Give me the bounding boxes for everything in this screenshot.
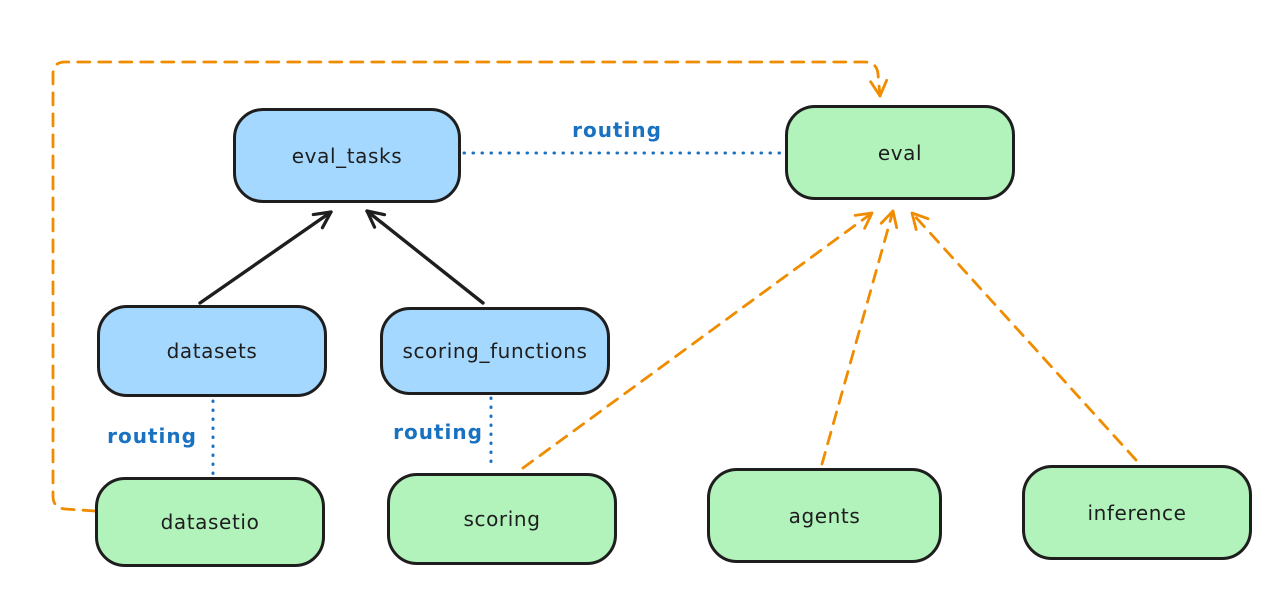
node-datasets-label: datasets <box>166 339 258 363</box>
node-scoring-functions: scoring_functions <box>380 307 610 395</box>
edge-datasets-to-eval-tasks <box>198 210 333 305</box>
routing-label-eval-tasks-eval: routing <box>572 118 662 142</box>
node-scoring: scoring <box>387 473 617 565</box>
node-eval-tasks: eval_tasks <box>233 108 461 203</box>
node-scoring-label: scoring <box>463 507 541 531</box>
node-datasetio-label: datasetio <box>160 510 260 534</box>
node-datasetio: datasetio <box>95 477 325 567</box>
node-agents: agents <box>707 468 942 563</box>
node-datasets: datasets <box>97 305 327 397</box>
edge-inference-to-eval <box>910 211 1138 462</box>
node-agents-label: agents <box>788 503 861 528</box>
node-eval-tasks-label: eval_tasks <box>291 143 403 168</box>
edge-agents-to-eval <box>820 209 899 466</box>
node-eval: eval <box>785 105 1015 200</box>
node-eval-label: eval <box>877 140 923 165</box>
node-scoring-functions-label: scoring_functions <box>402 339 588 363</box>
node-inference: inference <box>1022 465 1252 560</box>
edge-scoring-functions-to-eval-tasks <box>365 209 485 305</box>
routing-label-scoring-functions-scoring: routing <box>393 420 483 444</box>
routing-label-datasets-datasetio: routing <box>107 424 197 448</box>
node-inference-label: inference <box>1087 500 1187 525</box>
